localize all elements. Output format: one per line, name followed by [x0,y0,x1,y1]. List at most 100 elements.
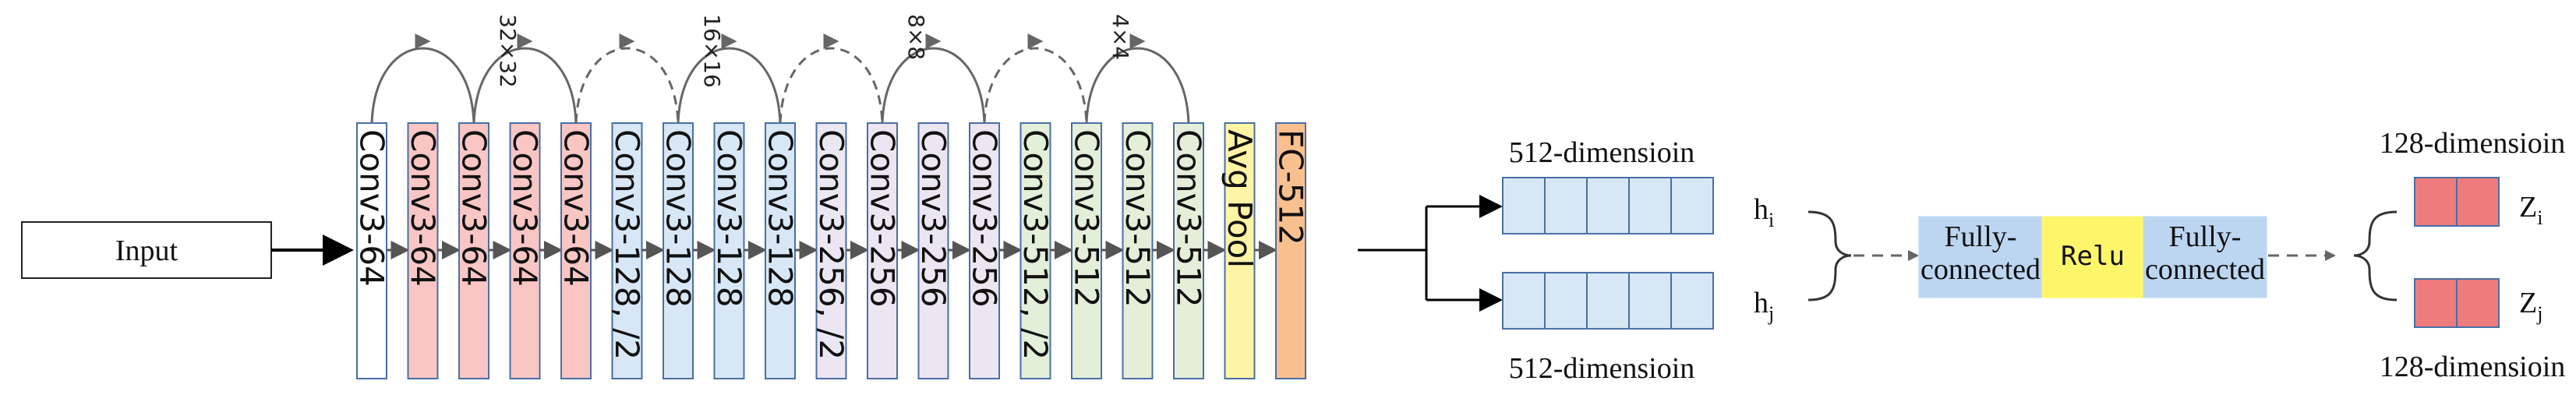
z-j-cells [2414,278,2500,328]
layer-2: Conv3-64 [404,122,442,379]
layer-box [867,122,898,379]
z-i-cells [2414,177,2500,227]
layer-label: Conv3-128, /2 [608,129,646,360]
z-i-subscript: i [2537,206,2542,229]
backbone-layers: Conv3-64 Conv3-64 Conv3-64 Conv3-64 Conv3-64… [353,122,1310,379]
resolution-label-3: 8×8 [903,14,929,60]
svg-text:Fully-: Fully- [1945,220,2017,253]
relu-label: Relu [2061,241,2125,272]
svg-text:Zi: Zi [2519,191,2542,229]
resolution-label-4: 4×4 [1108,14,1133,60]
h-i-dim-label: 512-dimensioin [1509,136,1695,169]
layer-label: Conv3-64 [404,129,442,287]
skip-arrowhead [1027,33,1044,49]
fc1-line2: connected [1921,253,2041,286]
layer-6: Conv3-128, /2 [608,122,646,379]
h-j-cell [1544,272,1588,330]
skip-arc-4 [677,47,782,124]
fc1-block [1918,216,2043,298]
layer-13: Conv3-256 [966,122,1004,379]
layer-label: Conv3-64 [557,129,595,287]
layer-9: Conv3-128 [761,122,800,379]
relu-block [2041,216,2144,298]
vector-h-i: 512-dimensioin hi [1502,136,1774,234]
z-j-dim-label: 128-dimensioin [2380,351,2566,383]
layer-10: Conv3-256, /2 [812,122,850,379]
layer-box [611,122,643,379]
h-j-cell [1670,272,1714,330]
skip-arc-7 [983,47,1088,124]
skip-arrowhead [823,33,839,49]
skip-arc-5 [779,47,884,124]
h-j-cell [1502,272,1546,330]
svg-text:hj: hj [1754,287,1774,325]
layer-box [917,122,949,379]
branch-lines [1358,195,1503,312]
h-i-cells [1502,177,1714,234]
layer-label: FC-512 [1272,129,1310,245]
svg-text:Zj: Zj [2519,287,2542,325]
layer-8: Conv3-128 [710,122,748,379]
h-i-subscript: i [1769,209,1774,231]
skip-arc-3 [574,47,680,124]
layer-label: Conv3-64 [506,129,544,287]
skip-arrowhead [619,33,635,49]
h-i-cell [1544,177,1588,234]
z-j-symbol: Z [2519,287,2537,319]
h-i-cell [1502,177,1546,234]
h-i-cell [1628,177,1672,234]
z-i-symbol: Z [2519,191,2537,224]
resolution-label-1: 32×32 [495,14,521,88]
layer-7: Conv3-128 [659,122,698,379]
h-j-symbol: h [1754,287,1769,319]
h-j-cell [1628,272,1672,330]
layer-15: Conv3-512 [1068,122,1106,379]
skip-arrowhead [415,33,431,49]
layer-label: Conv3-512, /2 [1016,129,1055,360]
svg-text:hi: hi [1754,193,1774,231]
input-label: Input [115,234,178,267]
layer-label: Conv3-64 [353,129,391,287]
skip-arc-1 [370,47,475,124]
layer-label: Conv3-256, /2 [812,129,850,360]
layer-box [458,122,489,379]
layer-box [765,122,796,379]
output-z-j: Zj 128-dimensioin [2380,278,2566,383]
skip-arc-8 [1085,47,1190,124]
layer-14: Conv3-512, /2 [1016,122,1055,379]
layer-11: Conv3-256 [864,122,902,379]
layer-5: Conv3-64 [557,122,595,379]
layer-box [713,122,745,379]
split-brace [2353,210,2398,301]
layer-label: Conv3-128 [659,129,698,308]
layer-label: Avg Pool [1221,129,1259,268]
layer-label: Conv3-256 [914,129,952,308]
layer-label: Conv3-64 [455,129,493,287]
svg-text:connected: connected [2145,253,2265,286]
skip-arc-2 [472,47,578,124]
layer-12: Conv3-256 [914,122,952,379]
layer-label: Conv3-128 [710,129,748,308]
layer-box [969,122,1000,379]
z-j-subscript: j [2536,302,2542,325]
layer-4: Conv3-64 [506,122,544,379]
h-i-cell [1586,177,1630,234]
fc2-block [2143,216,2267,298]
layer-box [1019,122,1051,379]
h-j-subscript: j [1768,302,1774,325]
input-node: Input [21,221,272,279]
layer-box [1275,122,1306,379]
z-j-cell [2414,278,2458,328]
layer-label: Conv3-256 [966,129,1004,308]
layer-label: Conv3-512 [1068,129,1106,308]
h-j-cells [1502,272,1714,330]
layer-label: Conv3-256 [864,129,902,308]
svg-text:connected: connected [1921,253,2041,286]
skip-connections [370,33,1190,124]
skip-arrowhead [721,33,737,49]
z-i-cell [2456,177,2500,227]
z-i-dim-label: 128-dimensioin [2380,127,2566,160]
fc2-line1: Fully- [2169,220,2242,253]
